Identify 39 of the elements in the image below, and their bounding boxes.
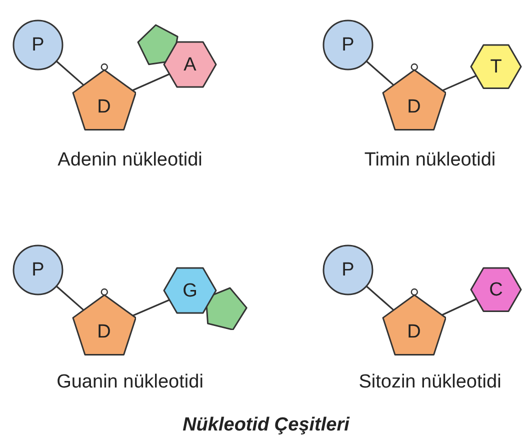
sugar-pentagon xyxy=(72,287,136,356)
nucleotide-caption: Guanin nükleotidi xyxy=(56,372,204,392)
node-letter: D xyxy=(407,322,421,342)
ring-pentagon xyxy=(205,286,248,330)
node-letter: P xyxy=(342,36,354,54)
node-letter: G xyxy=(182,281,198,300)
figure-caption: Nükleotid Çeşitleri xyxy=(182,416,350,434)
nucleotide-caption: Adenin nükleotidi xyxy=(58,150,202,170)
node-letter: C xyxy=(489,280,503,300)
node-letter: D xyxy=(97,322,111,342)
node-letter: P xyxy=(32,36,44,54)
node-letter: P xyxy=(342,260,354,280)
node-letter: P xyxy=(32,260,44,280)
connector-line xyxy=(441,298,477,316)
phosphate-circle xyxy=(322,19,374,71)
connector-line xyxy=(56,60,84,86)
connector-line xyxy=(366,286,394,311)
base-hexagon xyxy=(470,267,522,313)
node-letter: D xyxy=(407,98,421,116)
connector-line xyxy=(56,286,84,311)
connector-line xyxy=(442,75,476,92)
nucleotide-caption: Timin nükleotidi xyxy=(364,150,496,170)
phosphate-circle xyxy=(322,244,374,296)
sugar-pentagon xyxy=(382,287,446,356)
sugar-pentagon xyxy=(72,62,136,131)
node-letter: T xyxy=(490,57,502,76)
base-hexagon xyxy=(163,267,217,314)
connector-line xyxy=(132,299,170,316)
nucleotide-caption: Sitozin nükleotidi xyxy=(358,372,502,392)
base-hexagon xyxy=(470,44,522,90)
node-letter: D xyxy=(97,98,111,116)
base-hexagon xyxy=(163,41,217,88)
phosphate-circle xyxy=(12,19,64,71)
phosphate-circle xyxy=(12,244,64,296)
connector-line xyxy=(132,73,170,92)
node-letter: A xyxy=(184,55,196,74)
connector-line xyxy=(366,60,394,86)
ring-pentagon xyxy=(137,24,179,66)
sugar-pentagon xyxy=(382,62,446,131)
